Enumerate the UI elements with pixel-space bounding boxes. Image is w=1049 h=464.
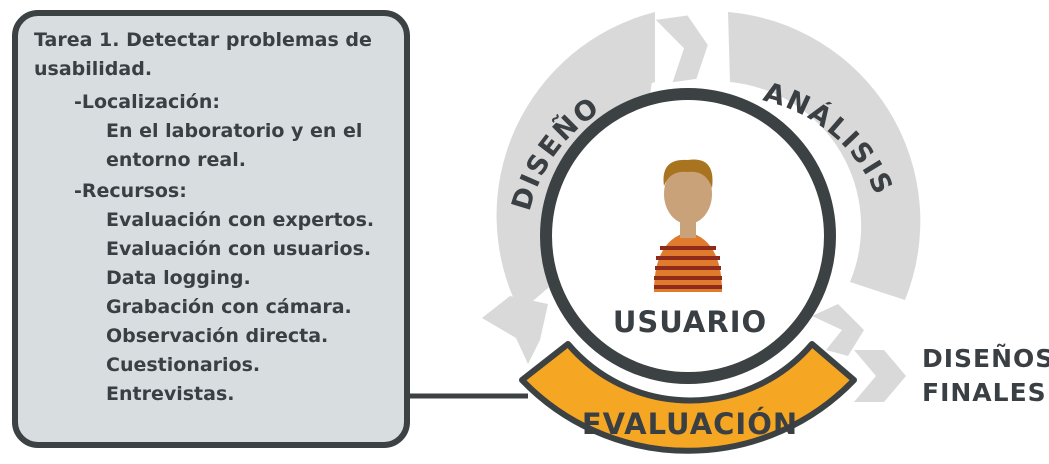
chevron-right-icon [482, 296, 548, 364]
chevron-right-icon [854, 350, 906, 402]
recursos-label: -Recursos: [74, 180, 187, 202]
list-item: Data logging. [106, 267, 251, 289]
list-item: Observación directa. [106, 325, 329, 347]
center-label-usuario: USUARIO [613, 305, 767, 339]
user-avatar-icon [654, 159, 722, 292]
final-designs-line1: DISEÑOS [922, 344, 1049, 373]
localizacion-label: -Localización: [74, 91, 220, 113]
task-panel: Tarea 1. Detectar problemas de usabilida… [12, 10, 410, 448]
list-item: Grabación con cámara. [106, 296, 352, 318]
chevron-right-icon [812, 304, 864, 356]
segment-diseno-band [496, 12, 655, 312]
localizacion-value: En el laboratorio y en el entorno real. [106, 120, 363, 171]
recursos-list: Evaluación con expertos. Evaluación con … [34, 206, 390, 409]
segment-label-evaluacion: EVALUACIÓN [582, 407, 798, 441]
list-item: Entrevistas. [106, 383, 235, 405]
segment-evaluacion [519, 341, 857, 454]
list-item: Evaluación con expertos. [106, 209, 375, 231]
chevron-right-icon [655, 15, 708, 83]
list-item: Evaluación con usuarios. [106, 238, 372, 260]
segment-analisis [728, 12, 921, 300]
list-item: Cuestionarios. [106, 354, 261, 376]
panel-title: Tarea 1. Detectar problemas de usabilida… [34, 29, 372, 80]
final-designs-label: DISEÑOS FINALES [922, 342, 1049, 410]
final-designs-line2: FINALES [922, 378, 1047, 407]
